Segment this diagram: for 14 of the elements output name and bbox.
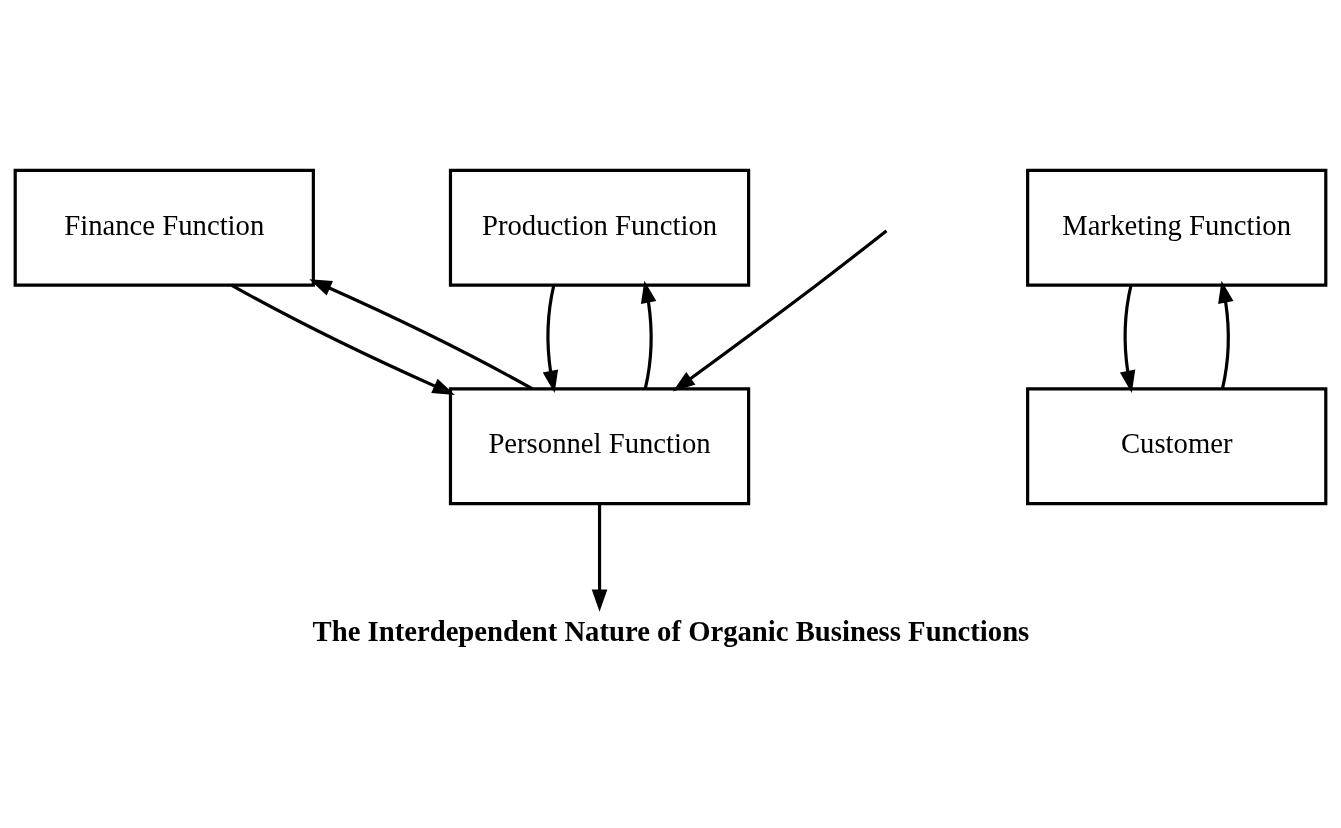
arrow [309,279,533,391]
arrow [672,229,888,392]
arrow [542,285,559,393]
arrow [640,280,657,389]
diagram-title: The Interdependent Nature of Organic Business Functions [312,614,1030,647]
node-box: Finance Function [13,168,315,287]
arrow [1218,280,1234,389]
node-box: Production Function [448,168,751,287]
node-box: Customer [1026,387,1328,506]
node-box: Marketing Function [1026,168,1328,287]
arrow [1119,285,1136,393]
arrow [591,504,608,612]
arrow [231,283,455,395]
node-box: Personnel Function [448,387,751,506]
